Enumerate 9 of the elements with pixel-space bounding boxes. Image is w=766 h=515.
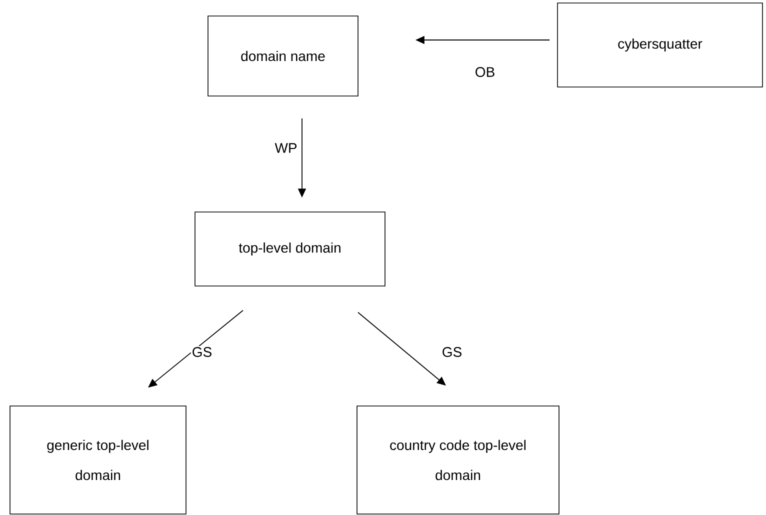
process-box: top-level domain bbox=[194, 212, 386, 286]
process-box: country code top-level domain bbox=[356, 406, 560, 514]
edge-label: WP bbox=[274, 142, 298, 154]
edge-label: GS bbox=[440, 346, 464, 358]
process-box: generic top-level domain bbox=[10, 406, 186, 514]
edge-label: GS bbox=[190, 346, 214, 358]
process-box: domain name bbox=[208, 16, 358, 96]
edge-label: OB bbox=[474, 66, 496, 78]
process-box: cybersquatter bbox=[557, 2, 763, 88]
